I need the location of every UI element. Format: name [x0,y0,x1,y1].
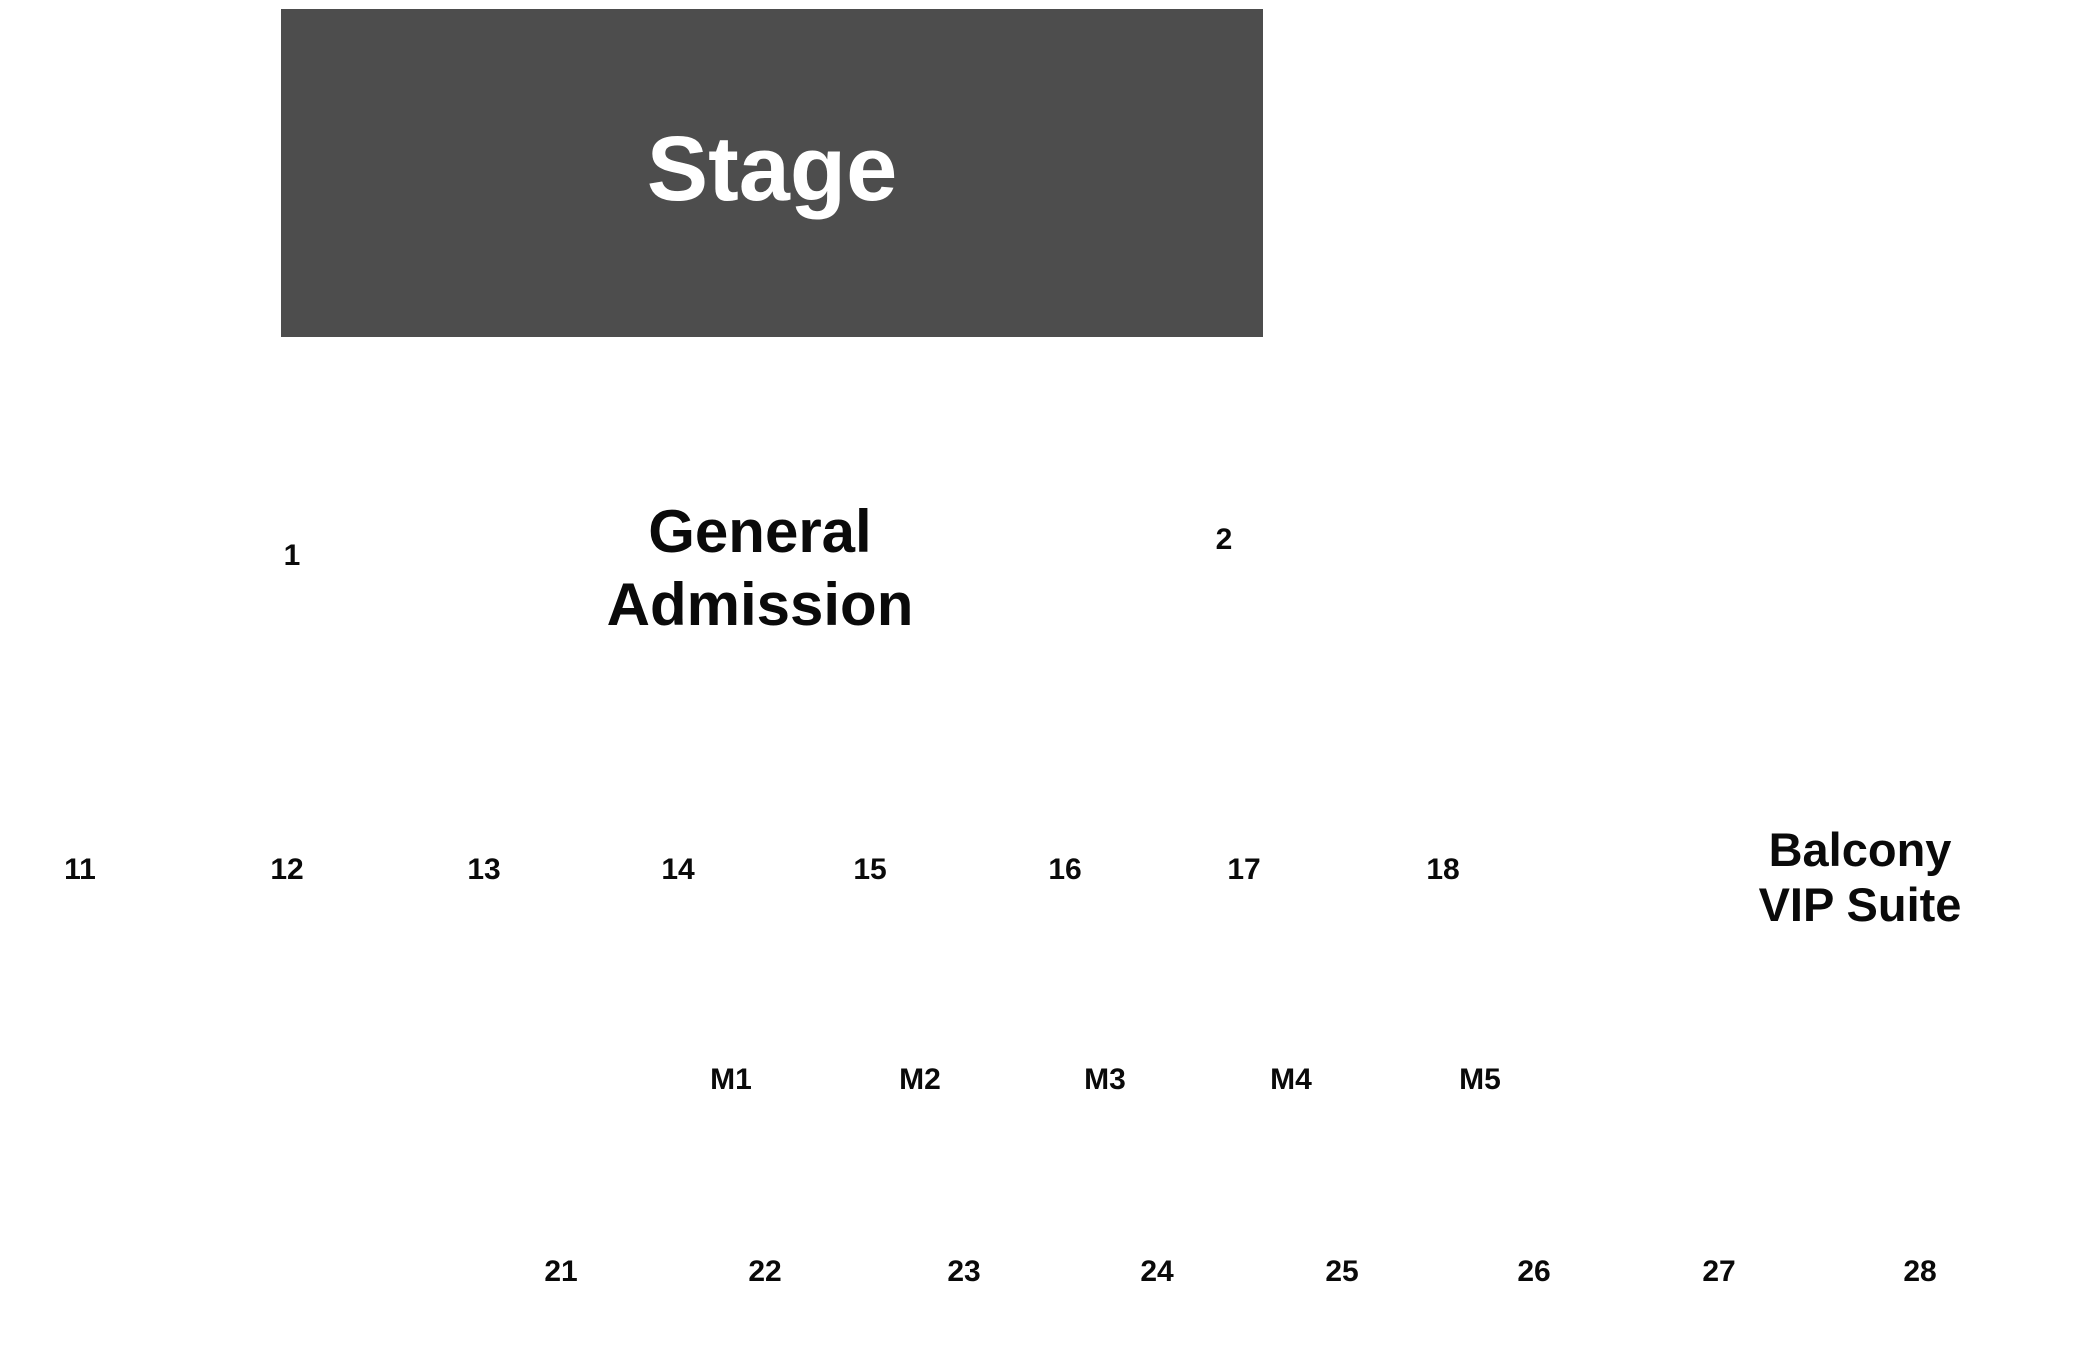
general-admission-area[interactable]: General Admission [560,495,960,641]
section-14[interactable]: 14 [661,853,695,886]
section-1[interactable]: 1 [283,539,301,572]
section-m2[interactable]: M2 [899,1063,941,1096]
section-m4[interactable]: M4 [1270,1063,1312,1096]
section-2[interactable]: 2 [1215,523,1233,556]
section-26[interactable]: 26 [1517,1255,1551,1288]
section-25[interactable]: 25 [1325,1255,1359,1288]
section-22[interactable]: 22 [748,1255,782,1288]
section-18[interactable]: 18 [1426,853,1460,886]
balcony-vip-suite-area[interactable]: Balcony VIP Suite [1710,823,2010,932]
section-17[interactable]: 17 [1227,853,1261,886]
section-m1[interactable]: M1 [710,1063,752,1096]
section-13[interactable]: 13 [467,853,501,886]
general-admission-label-line2: Admission [606,571,914,639]
section-21[interactable]: 21 [544,1255,578,1288]
section-11[interactable]: 11 [64,853,96,886]
section-28[interactable]: 28 [1903,1255,1937,1288]
section-15[interactable]: 15 [853,853,887,886]
general-admission-label-line1: General [648,498,872,565]
section-m5[interactable]: M5 [1459,1063,1501,1096]
section-23[interactable]: 23 [947,1255,981,1288]
section-16[interactable]: 16 [1048,853,1082,886]
balcony-vip-label-line1: Balcony [1768,823,1952,876]
stage-area[interactable]: Stage [281,9,1263,337]
section-24[interactable]: 24 [1140,1255,1174,1288]
section-12[interactable]: 12 [270,853,304,886]
section-27[interactable]: 27 [1702,1255,1736,1288]
section-m3[interactable]: M3 [1084,1063,1126,1096]
balcony-vip-label-line2: VIP Suite [1758,877,1962,931]
stage-label: Stage [646,117,898,220]
